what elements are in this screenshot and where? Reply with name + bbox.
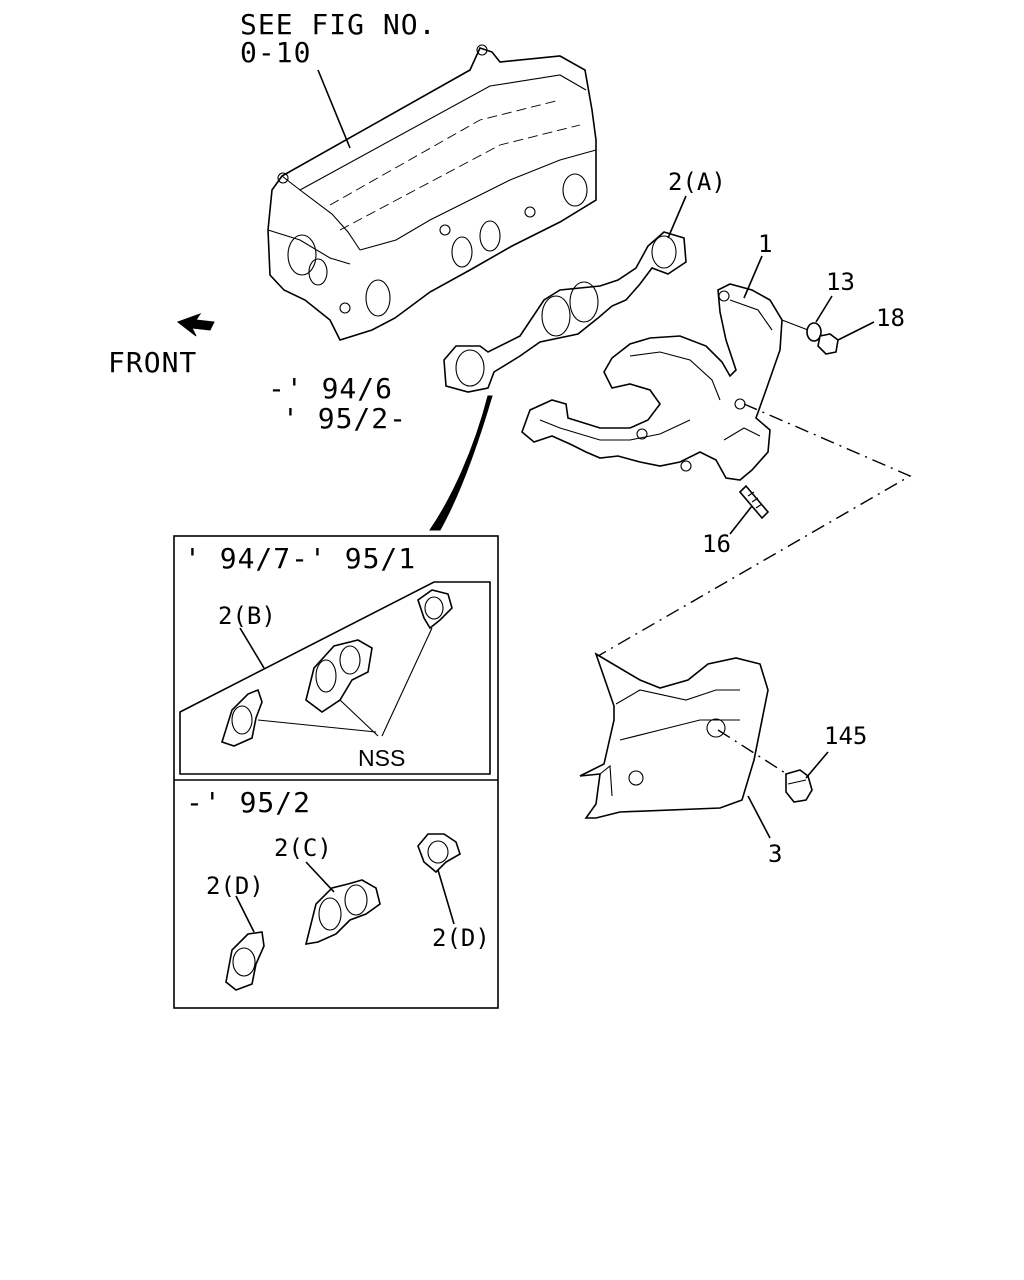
callout-gasket-d-right: 2(D) (432, 924, 490, 952)
gasket-c-leader (305, 861, 335, 893)
inset-box (173, 535, 499, 1009)
see-fig-label-line1: SEE FIG NO. (240, 8, 436, 41)
callout-stud: 16 (702, 530, 731, 558)
washer-axis (781, 319, 809, 331)
washer-leader (815, 295, 833, 323)
stud (738, 484, 770, 520)
washer (806, 322, 822, 342)
gasket-d-left (225, 931, 265, 991)
callout-gasket-d-left: 2(D) (206, 872, 264, 900)
gasket-c (304, 879, 381, 945)
callout-heat-shield: 3 (768, 840, 782, 868)
manifold-leader (743, 255, 763, 299)
gasket-a-leader (667, 195, 687, 239)
gasket-d-right (417, 833, 461, 874)
nss-label: NSS (358, 745, 405, 771)
heat-shield (579, 652, 769, 819)
callout-washer: 13 (826, 268, 855, 296)
callout-nut: 18 (876, 304, 905, 332)
nss-leader-lines (257, 627, 433, 737)
inset-pointer (429, 395, 493, 531)
callout-gasket-a: 2(A) (668, 168, 726, 196)
gasket-b-right (417, 589, 453, 630)
see-fig-label-line2: 0-10 (240, 36, 311, 69)
stud-leader (729, 505, 753, 535)
date-range-top-1: -' 94/6 (268, 372, 393, 405)
inset-top-title: ' 94/7-' 95/1 (184, 542, 416, 575)
bolt (785, 769, 813, 803)
callout-manifold: 1 (758, 230, 772, 258)
nut (817, 333, 839, 355)
front-arrow-icon (176, 313, 215, 337)
inset-subpanel (179, 581, 491, 775)
callout-gasket-c: 2(C) (274, 834, 332, 862)
front-label: FRONT (108, 346, 197, 379)
gasket-b-left (221, 688, 263, 747)
callout-bolt: 145 (824, 722, 867, 750)
gasket-a (443, 231, 687, 393)
gasket-d-left-leader (235, 895, 255, 933)
gasket-b-center (305, 639, 373, 713)
see-fig-leader (317, 69, 351, 149)
callout-gasket-b: 2(B) (218, 602, 276, 630)
heat-shield-leader (747, 795, 771, 839)
exhaust-manifold (521, 283, 783, 481)
cylinder-head (267, 44, 597, 341)
gasket-d-right-leader (437, 869, 455, 925)
date-range-top-2: ' 95/2- (282, 402, 407, 435)
inset-bottom-title: -' 95/2 (186, 786, 311, 819)
nut-leader (837, 321, 875, 341)
bolt-leader (805, 751, 829, 779)
gasket-b-leader (239, 627, 265, 669)
